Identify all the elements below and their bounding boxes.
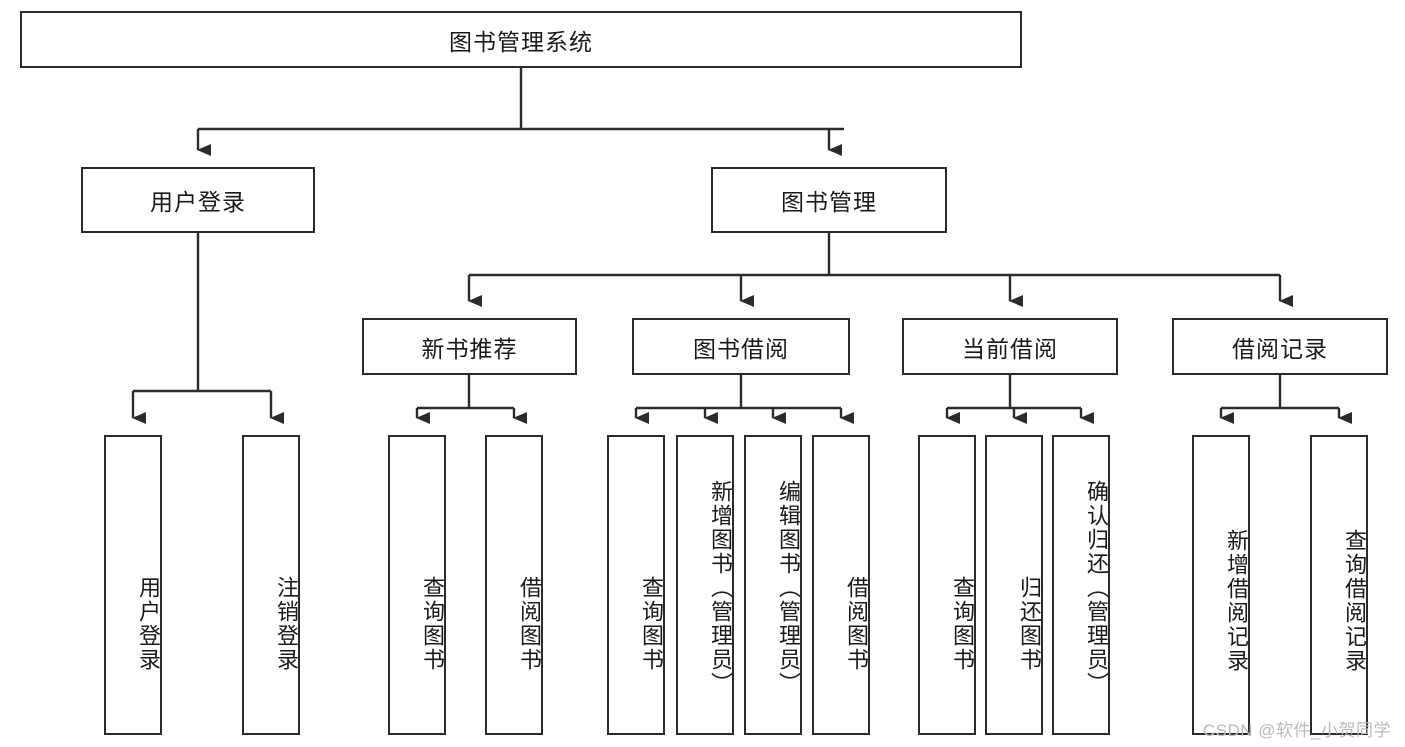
node-label: 新书推荐 <box>421 335 518 362</box>
node-label: 借阅记录 <box>1232 335 1328 362</box>
node-leaf-add-record[interactable]: 新增借阅记录 <box>1192 435 1250 735</box>
node-leaf-query-record[interactable]: 查询借阅记录 <box>1310 435 1368 735</box>
node-leaf-borrow-book-1[interactable]: 借阅图书 <box>485 435 543 735</box>
node-label: 用户登录 <box>136 576 161 672</box>
node-leaf-borrow-book-2[interactable]: 借阅图书 <box>812 435 870 735</box>
node-label: 编辑图书（管理员） <box>776 480 801 696</box>
node-label: 确认归还（管理员） <box>1084 480 1109 696</box>
node-leaf-logout[interactable]: 注销登录 <box>242 435 300 735</box>
node-leaf-edit-book[interactable]: 编辑图书（管理员） <box>744 435 802 735</box>
node-leaf-query-book-1[interactable]: 查询图书 <box>388 435 446 735</box>
node-label: 查询借阅记录 <box>1342 529 1367 673</box>
node-label: 新增图书（管理员） <box>708 480 733 696</box>
node-label: 图书管理 <box>781 189 877 215</box>
node-label: 借阅图书 <box>517 576 542 672</box>
node-label: 注销登录 <box>274 576 299 672</box>
node-label: 查询图书 <box>639 576 664 672</box>
node-label: 借阅图书 <box>844 576 869 672</box>
node-leaf-query-book-2[interactable]: 查询图书 <box>607 435 665 735</box>
node-label: 当前借阅 <box>962 335 1058 362</box>
csdn-watermark: CSDN @软件_小贺同学 <box>1202 721 1391 740</box>
node-leaf-add-book[interactable]: 新增图书（管理员） <box>676 435 734 735</box>
node-book-borrow[interactable]: 图书借阅 <box>632 318 850 375</box>
node-label: 查询图书 <box>420 576 445 672</box>
node-leaf-return-book[interactable]: 归还图书 <box>985 435 1043 735</box>
node-borrow-record[interactable]: 借阅记录 <box>1172 318 1388 375</box>
node-current-borrow[interactable]: 当前借阅 <box>902 318 1118 375</box>
node-label: 图书借阅 <box>693 335 789 362</box>
node-label: 用户登录 <box>150 189 246 215</box>
node-root[interactable]: 图书管理系统 <box>20 11 1022 68</box>
node-leaf-query-book-3[interactable]: 查询图书 <box>918 435 976 735</box>
node-new-book-rec[interactable]: 新书推荐 <box>362 318 577 375</box>
node-label: 新增借阅记录 <box>1224 529 1249 673</box>
node-leaf-confirm-return[interactable]: 确认归还（管理员） <box>1052 435 1110 735</box>
node-label: 图书管理系统 <box>449 28 593 55</box>
node-book-manage[interactable]: 图书管理 <box>711 167 947 233</box>
node-label: 查询图书 <box>950 576 975 672</box>
node-leaf-user-login[interactable]: 用户登录 <box>104 435 162 735</box>
node-user-login[interactable]: 用户登录 <box>81 167 315 233</box>
node-label: 归还图书 <box>1017 576 1042 672</box>
